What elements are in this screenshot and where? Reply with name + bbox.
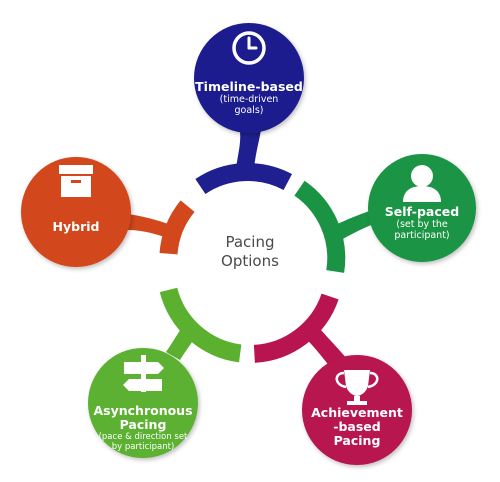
node-timeline-text: Timeline-based (time-driven goals) xyxy=(194,79,304,117)
node-hybrid-title: Hybrid xyxy=(52,219,100,234)
node-async-sub2: by participant) xyxy=(111,442,175,452)
signpost-icon xyxy=(123,355,164,392)
node-hybrid-circle xyxy=(21,157,131,267)
node-async-text: Asynchronous Pacing (pace & direction se… xyxy=(88,403,198,453)
node-self-sub1: (set by the xyxy=(396,219,448,230)
node-self-sub2: participant) xyxy=(394,230,450,241)
center-label-line1: Pacing xyxy=(225,233,275,251)
node-achievement-title2: -based xyxy=(333,419,381,434)
center-label-line2: Options xyxy=(221,252,279,270)
box-icon xyxy=(59,165,93,197)
connector-hybrid xyxy=(128,214,174,240)
node-self-circle xyxy=(368,154,476,262)
ring-segment-hybrid xyxy=(159,200,195,255)
node-self-text: Self-paced (set by the participant) xyxy=(372,204,472,242)
ring-segment-achievement xyxy=(253,293,339,363)
node-achievement-circle xyxy=(302,355,412,465)
ring-segment-self xyxy=(294,180,346,273)
node-timeline-title: Timeline-based xyxy=(195,79,303,94)
node-async-circle xyxy=(88,348,198,458)
node-achievement-title3: Pacing xyxy=(333,433,381,448)
connector-self xyxy=(326,208,380,244)
ring-segment-timeline xyxy=(195,163,293,195)
node-timeline-circle xyxy=(194,23,304,133)
node-achievement-title1: Achievement xyxy=(311,405,403,420)
person-icon xyxy=(403,165,441,202)
node-async-title1: Asynchronous xyxy=(93,403,193,418)
node-timeline-sub2: goals) xyxy=(234,105,264,116)
center-disc xyxy=(181,199,317,335)
node-self-title: Self-paced xyxy=(384,204,460,219)
pacing-ring xyxy=(159,163,346,363)
connector-async xyxy=(166,318,200,360)
node-timeline-sub1: (time-driven xyxy=(219,94,279,105)
center-label: Pacing Options xyxy=(200,233,300,271)
connector-timeline xyxy=(236,123,262,173)
node-async-title2: Pacing xyxy=(119,417,167,432)
node-achievement-text: Achievement -based Pacing xyxy=(307,406,407,448)
node-async-sub1: (pace & direction set xyxy=(98,432,188,442)
node-hybrid-text: Hybrid xyxy=(36,220,116,234)
clock-icon xyxy=(232,31,266,65)
trophy-icon xyxy=(335,370,379,405)
